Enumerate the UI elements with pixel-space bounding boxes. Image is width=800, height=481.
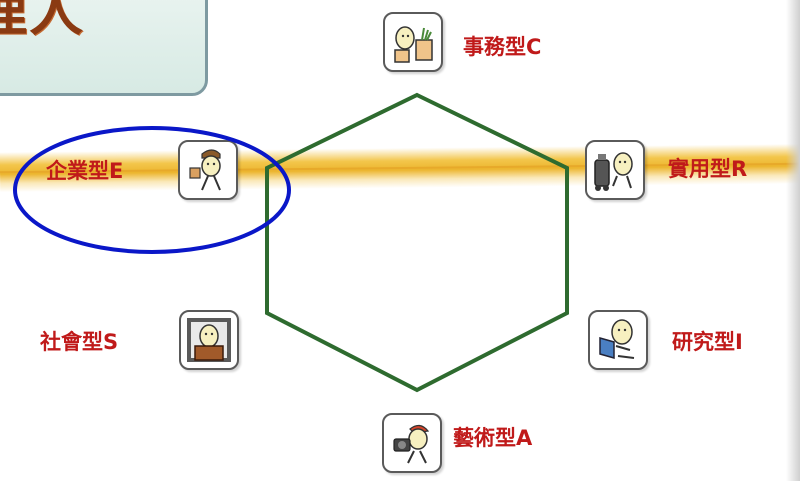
highlight-ellipse bbox=[13, 126, 291, 254]
type-label-social: 社會型S bbox=[40, 330, 119, 354]
right-edge-shadow bbox=[786, 0, 800, 481]
type-label-investigative: 研究型I bbox=[672, 330, 743, 354]
type-label-enterprising: 企業型E bbox=[46, 159, 124, 183]
type-label-artistic: 藝術型A bbox=[453, 426, 533, 450]
businessman-icon bbox=[178, 140, 238, 200]
type-label-realistic: 實用型R bbox=[668, 157, 748, 181]
reading-researcher-icon bbox=[588, 310, 648, 370]
slide-title: 理人 bbox=[0, 0, 85, 43]
mechanic-icon bbox=[585, 140, 645, 200]
title-box: 理人 bbox=[0, 0, 208, 96]
type-label-conventional: 事務型C bbox=[463, 35, 542, 59]
camera-artist-icon bbox=[382, 413, 442, 473]
holland-hexagon bbox=[265, 92, 569, 393]
teacher-icon bbox=[179, 310, 239, 370]
office-worker-icon bbox=[383, 12, 443, 72]
